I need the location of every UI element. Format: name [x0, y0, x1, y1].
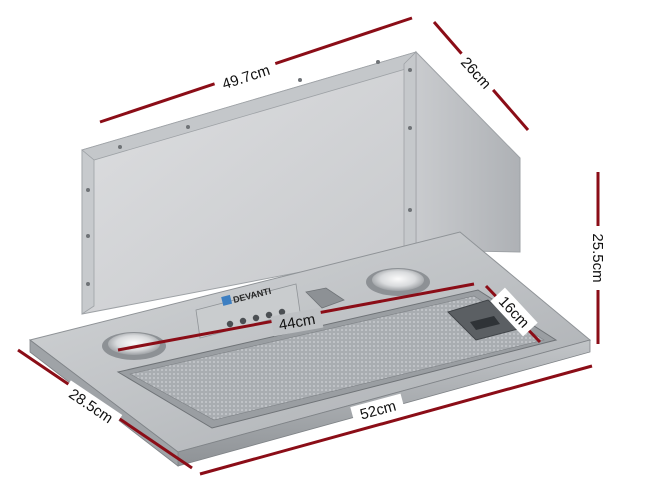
control-button-icon[interactable] — [265, 311, 273, 319]
filter-mesh-icon — [129, 295, 545, 421]
dim-line-panel-width — [199, 364, 593, 476]
hood-upper-box — [81, 50, 521, 315]
grease-filter — [116, 289, 558, 429]
screw-icons — [86, 60, 412, 286]
control-button-icon[interactable] — [239, 317, 247, 325]
control-button-icon[interactable] — [278, 308, 286, 316]
control-buttons — [226, 308, 286, 328]
control-button-icon[interactable] — [226, 320, 234, 328]
label-filter-width: 44cm — [278, 311, 317, 334]
lamp-right — [366, 268, 430, 296]
label-height: 25.5cm — [589, 233, 606, 282]
control-button-icon[interactable] — [252, 314, 260, 322]
lamp-icon — [372, 269, 424, 291]
